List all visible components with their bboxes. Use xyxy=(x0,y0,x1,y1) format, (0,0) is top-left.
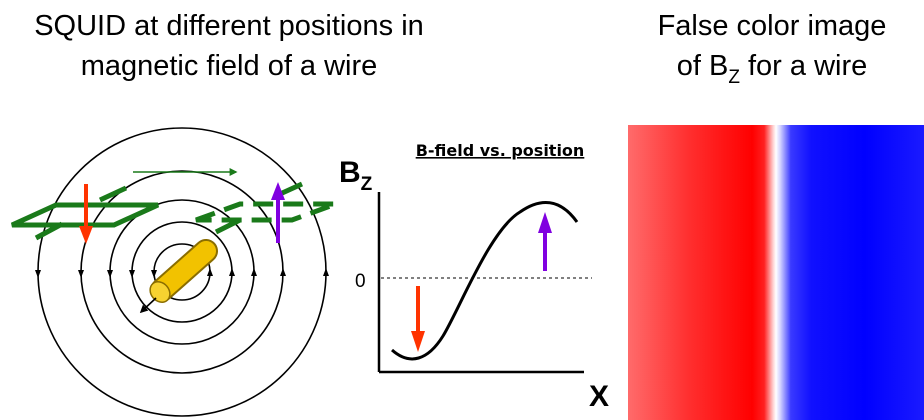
up-arrowhead-icon xyxy=(323,268,329,276)
squid-loop-left-icon xyxy=(10,185,160,241)
y-axis-label-main: B xyxy=(339,156,361,189)
zero-label: 0 xyxy=(355,271,366,292)
bfield-curve xyxy=(391,201,579,361)
wire-icon xyxy=(139,239,218,314)
right-title-suffix: for a wire xyxy=(739,50,868,82)
left-title-line2: magnetic field of a wire xyxy=(80,50,378,82)
y-axis-label: BZ xyxy=(339,156,373,195)
bfield-graph: B-field vs. position BZ 0 X xyxy=(339,141,609,413)
down-arrowhead-icon xyxy=(35,270,41,278)
up-arrowhead-icon xyxy=(207,268,213,276)
up-arrowhead-icon xyxy=(280,268,286,276)
right-title: False color image of BZ for a wire xyxy=(620,6,924,98)
right-title-line1: False color image xyxy=(657,10,887,42)
right-title-subscript: Z xyxy=(728,67,740,88)
right-title-prefix: of B xyxy=(676,50,729,82)
down-arrowhead-icon xyxy=(78,270,84,278)
graph-title: B-field vs. position xyxy=(416,141,585,160)
left-title-line1: SQUID at different positions in xyxy=(34,10,424,42)
down-arrowhead-icon xyxy=(151,270,157,278)
down-arrowhead-icon xyxy=(107,270,113,278)
left-title: SQUID at different positions in magnetic… xyxy=(0,6,458,86)
right-title-line2: of BZ for a wire xyxy=(620,46,924,98)
up-arrowhead-icon xyxy=(229,268,235,276)
false-color-image xyxy=(628,125,924,420)
graph-up-arrow-icon xyxy=(538,212,552,271)
x-axis-label: X xyxy=(589,380,609,413)
squid-loop-right-icon xyxy=(195,181,337,235)
field-direction-arrows xyxy=(35,268,329,278)
down-arrowhead-icon xyxy=(129,270,135,278)
squid-field-up-arrow-icon xyxy=(271,182,285,243)
squid-field-down-arrow-icon xyxy=(79,184,93,244)
y-axis-label-sub: Z xyxy=(361,174,373,195)
graph-down-arrow-icon xyxy=(411,286,425,352)
up-arrowhead-icon xyxy=(251,268,257,276)
